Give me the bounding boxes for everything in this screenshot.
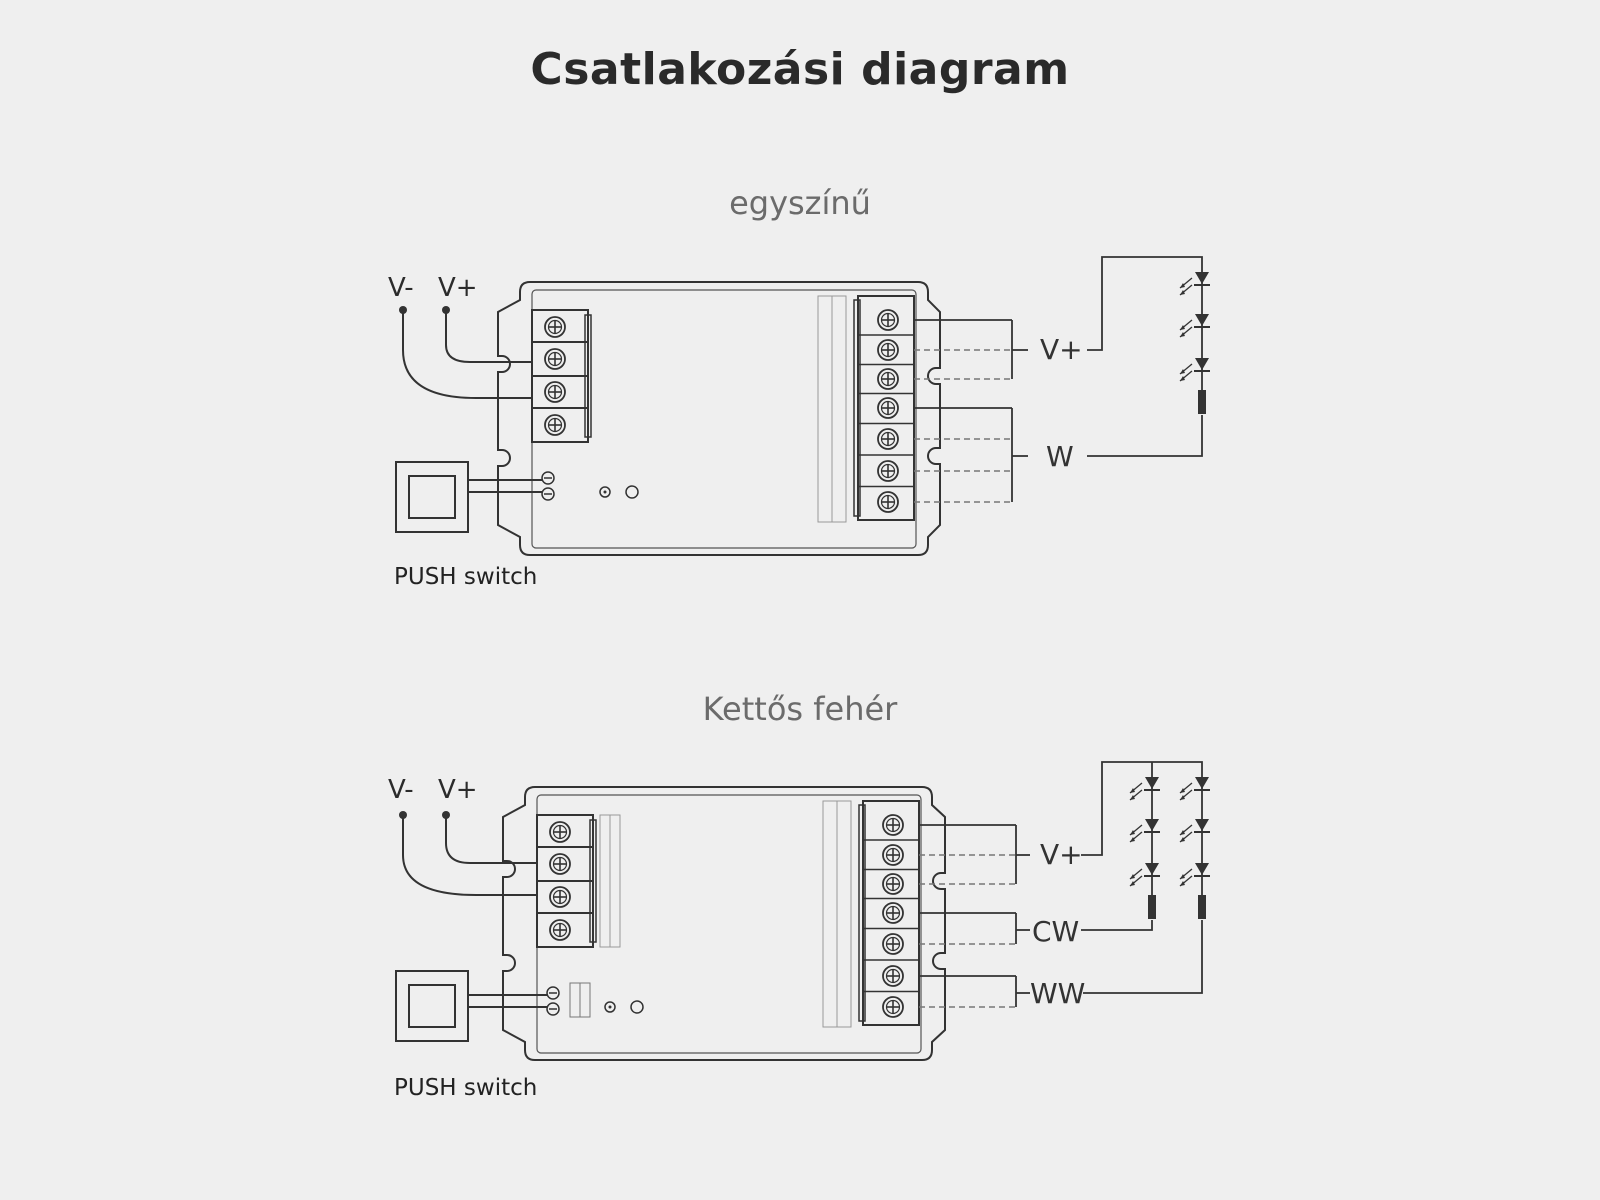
terminal-screw-icon [549, 853, 571, 875]
page-title: Csatlakozási diagram [530, 44, 1070, 95]
terminal-screw-icon [882, 996, 904, 1018]
terminal-screw-icon [877, 397, 899, 419]
output-label-strip [817, 295, 847, 523]
input-terminal-block [536, 814, 597, 948]
wiring-diagram-single-color: V- V+ PUSH switch V+ W [388, 256, 1210, 590]
switch-terminal [541, 471, 555, 501]
led-diode-icon [1179, 863, 1210, 887]
v-minus-terminal-dot [399, 811, 407, 819]
terminal-screw-icon [882, 814, 904, 836]
terminal-screw-icon [882, 873, 904, 895]
terminal-screw-icon [549, 821, 571, 843]
led-diode-icon [1129, 777, 1160, 801]
output-label-ww: WW [1030, 977, 1085, 1010]
v-plus-terminal-dot [442, 306, 450, 314]
status-led-icon [630, 1000, 644, 1014]
led-diode-icon [1179, 819, 1210, 843]
terminal-screw-icon [544, 316, 566, 338]
output-label-strip [822, 800, 852, 1028]
resistor-icon [1198, 390, 1206, 414]
terminal-screw-icon [877, 309, 899, 331]
push-switch-label: PUSH switch [394, 1075, 537, 1101]
input-label-v-plus: V+ [438, 273, 478, 303]
resistor-icon [1198, 895, 1206, 919]
diagram-single-color-heading: egyszínű [729, 184, 871, 222]
terminal-screw-icon [882, 902, 904, 924]
led-diode-icon [1129, 863, 1160, 887]
terminal-screw-icon [882, 844, 904, 866]
led-string-icon [1179, 772, 1210, 919]
push-switch-label: PUSH switch [394, 564, 537, 590]
led-diode-icon [1179, 358, 1210, 382]
switch-terminal [546, 982, 591, 1018]
terminal-screw-icon [877, 428, 899, 450]
push-switch-icon [395, 970, 547, 1042]
diagram-dual-white-heading: Kettős fehér [702, 690, 898, 728]
wiring-diagram-dual-white: V- V+ PUSH switch V+ CW WW [388, 761, 1210, 1101]
led-diode-icon [1179, 314, 1210, 338]
led-diode-icon [1129, 819, 1160, 843]
status-led-icon [604, 1001, 616, 1013]
input-terminal-block [531, 309, 592, 443]
terminal-screw-icon [882, 933, 904, 955]
controller-housing [502, 786, 946, 1061]
output-terminal-screws [863, 814, 919, 1018]
output-wires-solid [914, 256, 1203, 502]
terminal-screw-icon [882, 965, 904, 987]
output-wires-dashed [919, 854, 1016, 1008]
status-led-icon [625, 485, 639, 499]
terminal-screw-icon [549, 919, 571, 941]
v-minus-terminal-dot [399, 306, 407, 314]
output-terminal-screws [858, 309, 914, 513]
terminal-screw-icon [877, 368, 899, 390]
push-switch-icon [395, 461, 542, 533]
output-wires-dashed [914, 349, 1012, 503]
input-wires [402, 312, 532, 399]
output-label-cw: CW [1032, 915, 1079, 948]
input-label-v-minus: V- [388, 273, 414, 303]
input-terminal-screws [549, 821, 571, 941]
terminal-screw-icon [544, 381, 566, 403]
terminal-screw-icon [877, 460, 899, 482]
v-plus-terminal-dot [442, 811, 450, 819]
output-label-v-plus: V+ [1040, 838, 1083, 871]
resistor-icon [1148, 895, 1156, 919]
led-string-icon [1179, 267, 1210, 414]
input-wires [402, 817, 537, 896]
terminal-screw-icon [544, 348, 566, 370]
led-string-icon [1129, 772, 1160, 919]
output-wires-solid [919, 761, 1203, 1007]
input-label-v-plus: V+ [438, 775, 478, 805]
input-label-strip [599, 814, 621, 948]
input-label-v-minus: V- [388, 775, 414, 805]
input-terminal-screws [544, 316, 566, 436]
terminal-screw-icon [877, 491, 899, 513]
output-label-v-plus: V+ [1040, 333, 1083, 366]
terminal-screw-icon [877, 339, 899, 361]
led-diode-icon [1179, 272, 1210, 296]
output-label-w: W [1046, 440, 1074, 473]
led-diode-icon [1179, 777, 1210, 801]
terminal-screw-icon [549, 886, 571, 908]
terminal-screw-icon [544, 414, 566, 436]
status-led-icon [599, 486, 611, 498]
